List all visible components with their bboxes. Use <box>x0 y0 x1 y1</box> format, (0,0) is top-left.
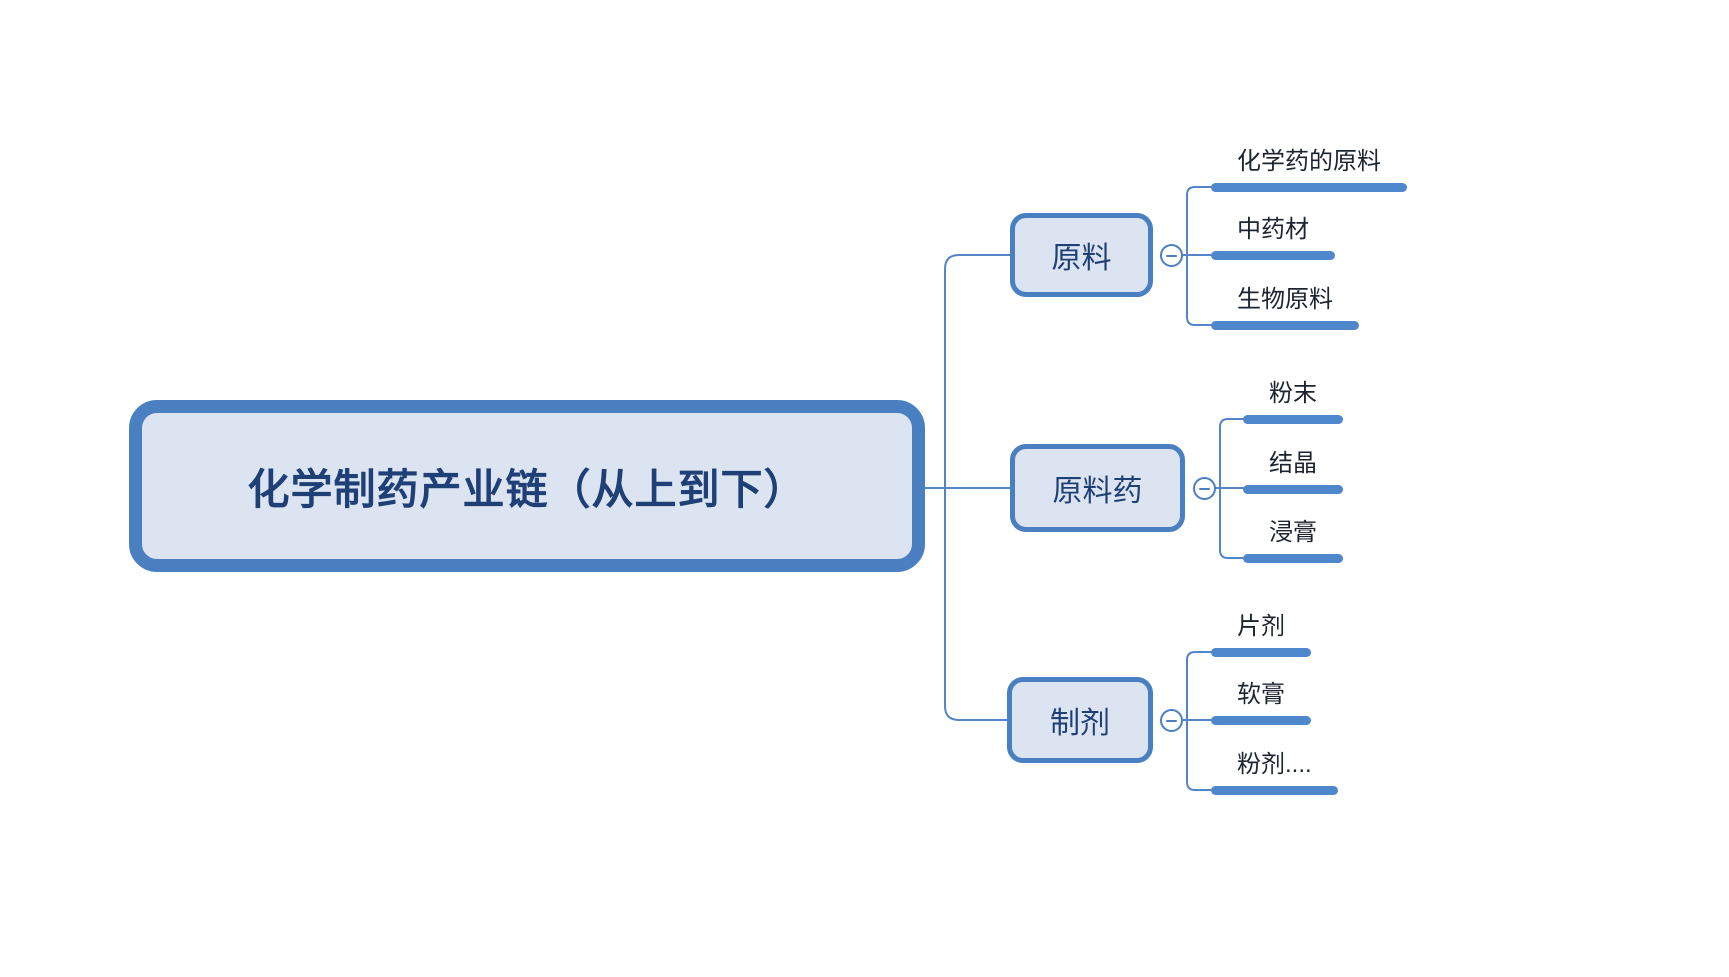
collapse-button-preparations[interactable] <box>1160 709 1183 732</box>
leaf-topic-label: 生物原料 <box>1237 286 1333 313</box>
leaf-topic[interactable]: 片剂 <box>1211 610 1311 657</box>
leaf-topic-label: 化学药的原料 <box>1237 148 1381 175</box>
leaf-topic-label: 片剂 <box>1237 613 1285 640</box>
leaf-underline <box>1243 554 1343 563</box>
branch-topic-raw-materials[interactable]: 原料 <box>1010 213 1153 297</box>
leaf-underline <box>1243 415 1343 424</box>
minus-icon <box>1166 719 1177 722</box>
leaf-topic[interactable]: 结晶 <box>1243 447 1343 494</box>
collapse-button-api[interactable] <box>1193 477 1216 500</box>
leaf-underline <box>1211 786 1338 795</box>
leaf-topic-label: 浸膏 <box>1269 519 1317 546</box>
minus-icon <box>1166 254 1177 257</box>
leaf-topic[interactable]: 粉剂.... <box>1211 748 1338 795</box>
root-topic-label: 化学制药产业链（从上到下） <box>247 465 807 513</box>
leaf-topic[interactable]: 浸膏 <box>1243 516 1343 563</box>
leaf-topic[interactable]: 中药材 <box>1211 213 1335 260</box>
leaf-topic-label: 中药材 <box>1237 216 1309 243</box>
leaf-topic-label: 软膏 <box>1237 681 1285 708</box>
leaf-underline <box>1211 183 1407 192</box>
leaf-topic-label: 粉剂.... <box>1237 751 1312 778</box>
leaf-topic[interactable]: 生物原料 <box>1211 283 1359 330</box>
branch-topic-api[interactable]: 原料药 <box>1010 444 1185 532</box>
leaf-topic-label: 结晶 <box>1269 450 1317 477</box>
leaf-topic[interactable]: 粉末 <box>1243 377 1343 424</box>
leaf-underline <box>1211 321 1359 330</box>
minus-icon <box>1199 487 1210 490</box>
branch-topic-label: 原料 <box>1051 242 1112 275</box>
leaf-underline <box>1243 485 1343 494</box>
leaf-underline <box>1211 716 1311 725</box>
collapse-button-raw-materials[interactable] <box>1160 244 1183 267</box>
branch-topic-label: 制剂 <box>1050 707 1110 740</box>
leaf-topic-label: 粉末 <box>1269 380 1317 407</box>
branch-topic-preparations[interactable]: 制剂 <box>1007 677 1153 763</box>
leaf-topic[interactable]: 化学药的原料 <box>1211 145 1407 192</box>
leaf-topic[interactable]: 软膏 <box>1211 678 1311 725</box>
leaf-underline <box>1211 251 1335 260</box>
branch-topic-label: 原料药 <box>1052 475 1143 508</box>
root-topic[interactable]: 化学制药产业链（从上到下） <box>129 400 925 572</box>
leaf-underline <box>1211 648 1311 657</box>
